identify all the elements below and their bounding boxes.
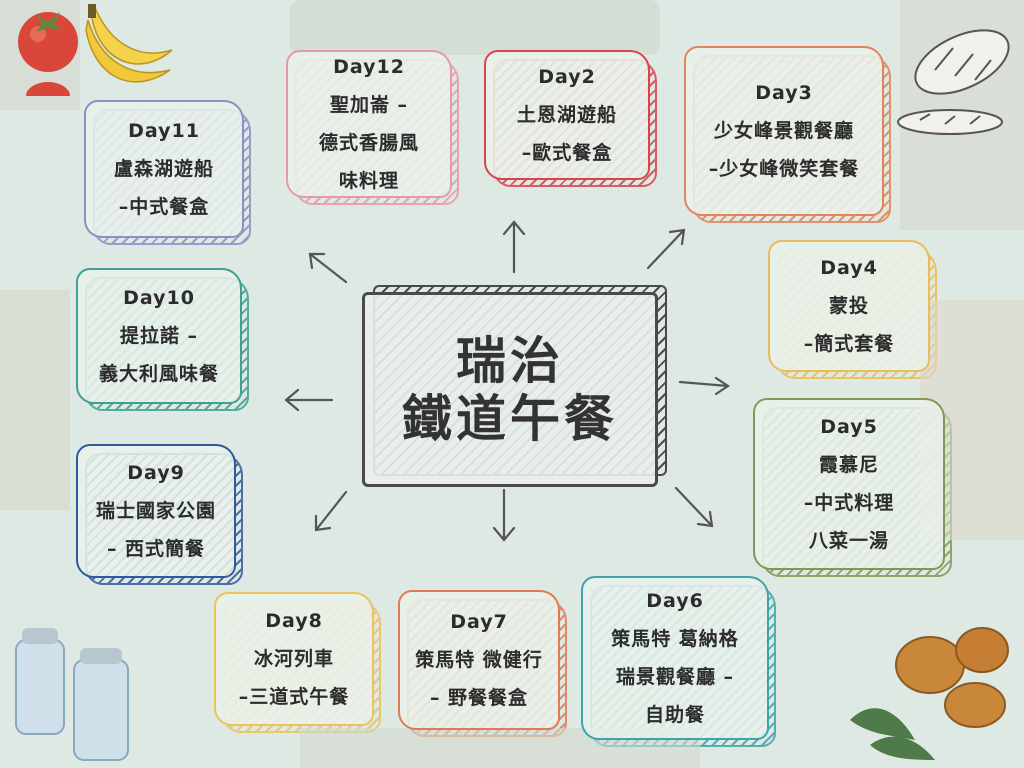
day6-text-line-2: 瑞景觀餐廳 – (615, 666, 735, 688)
day9-box: Day9 瑞士國家公園 – 西式簡餐 (76, 444, 243, 585)
day11-text-line-1: 盧森湖遊船 (113, 158, 214, 180)
day7-text-line-2: – 野餐餐盒 (429, 687, 529, 709)
day3-label: Day3 (755, 82, 813, 104)
day3-text-line-1: 少女峰景觀餐廳 (713, 120, 854, 142)
day10-text-line-2: 義大利風味餐 (98, 363, 219, 385)
day3-text-line-2: –少女峰微笑套餐 (708, 158, 860, 180)
day5-box: Day5 霞慕尼 –中式料理八菜一湯 (753, 398, 952, 577)
day2-label: Day2 (538, 66, 596, 88)
day11-label: Day11 (128, 120, 200, 142)
day9-text-line-2: – 西式簡餐 (106, 538, 206, 560)
day12-label: Day12 (333, 56, 405, 78)
day4-box: Day4 蒙投 –簡式套餐 (768, 240, 937, 379)
herb-icon (850, 708, 935, 760)
center-title-line2: 鐵道午餐 (402, 389, 618, 448)
day5-label: Day5 (820, 416, 878, 438)
day2-text-line-1: 土恩湖遊船 (516, 104, 617, 126)
day5-text-line-2: –中式料理 (803, 492, 895, 514)
day4-label: Day4 (820, 257, 878, 279)
day4-text-line-1: 蒙投 (828, 295, 869, 317)
day3-box: Day3 少女峰景觀餐廳 –少女峰微笑套餐 (684, 46, 891, 223)
day12-text-line-2: 德式香腸風 (318, 132, 419, 154)
center-title-line1: 瑞治 (456, 331, 564, 390)
day6-box: Day6 策馬特 葛納格瑞景觀餐廳 – 自助餐 (581, 576, 776, 747)
day11-text-line-2: –中式餐盒 (118, 196, 210, 218)
center-title-box: 瑞治 鐵道午餐 (362, 285, 667, 487)
day2-box: Day2 土恩湖遊船 –歐式餐盒 (484, 50, 657, 187)
banana-icon (85, 4, 173, 83)
day7-text-line-1: 策馬特 微健行 (415, 649, 543, 671)
food-photo-top (290, 0, 660, 55)
tomato-icon (18, 12, 78, 96)
day8-label: Day8 (265, 610, 323, 632)
day6-label: Day6 (646, 590, 704, 612)
day10-box: Day10 提拉諾 – 義大利風味餐 (76, 268, 249, 411)
salt-shaker-icon (15, 628, 129, 761)
day8-text-line-2: –三道式午餐 (238, 686, 350, 708)
day5-text-line-3: 八菜一湯 (808, 530, 889, 552)
day12-box: Day12 聖加崙 – 德式香腸風味料理 (286, 50, 459, 205)
day12-text-line-1: 聖加崙 – (329, 94, 409, 116)
bread-icon (897, 29, 1010, 135)
day8-text-line-1: 冰河列車 (253, 648, 334, 670)
day8-box: Day8 冰河列車 –三道式午餐 (214, 592, 381, 733)
day2-text-line-2: –歐式餐盒 (521, 142, 613, 164)
day9-text-line-1: 瑞士國家公園 (95, 500, 216, 522)
potato-icon (895, 627, 1009, 728)
day7-label: Day7 (450, 611, 508, 633)
day10-text-line-1: 提拉諾 – (119, 325, 199, 347)
day7-box: Day7 策馬特 微健行 – 野餐餐盒 (398, 590, 567, 737)
day5-text-line-1: 霞慕尼 (818, 454, 879, 476)
day11-box: Day11 盧森湖遊船 –中式餐盒 (84, 100, 251, 245)
day6-text-line-1: 策馬特 葛納格 (611, 628, 739, 650)
day12-text-line-3: 味料理 (338, 170, 399, 192)
day9-label: Day9 (127, 462, 185, 484)
food-photo-left (0, 290, 70, 510)
day10-label: Day10 (123, 287, 195, 309)
day6-text-line-3: 自助餐 (644, 704, 705, 726)
day4-text-line-2: –簡式套餐 (803, 333, 895, 355)
